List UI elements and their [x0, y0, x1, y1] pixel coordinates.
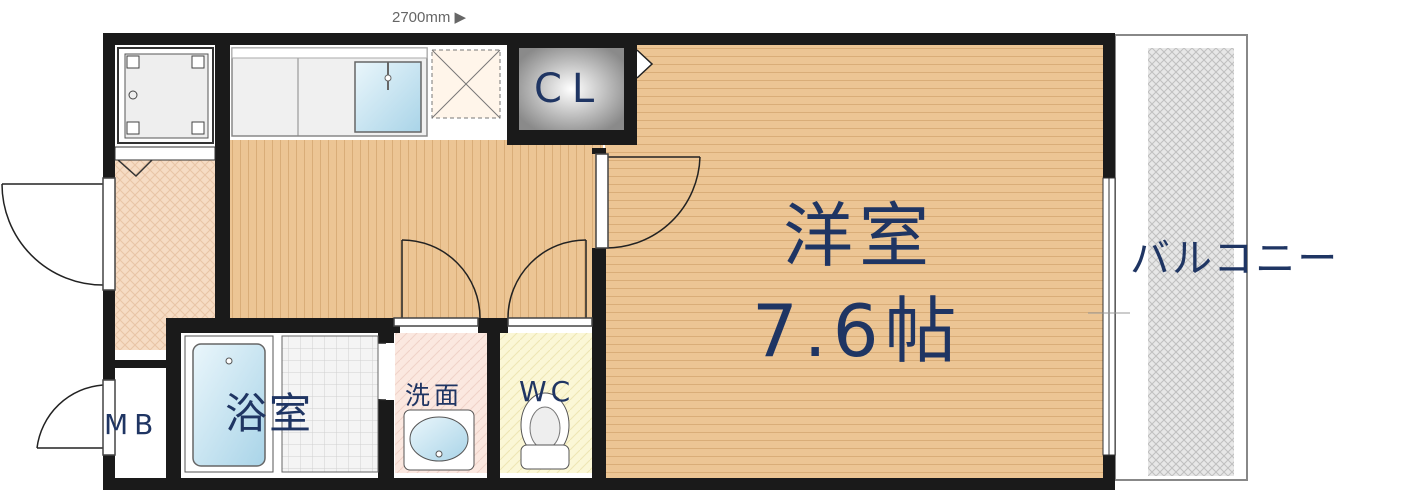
balcony-label: バルコニー: [1130, 236, 1340, 282]
bathroom-label: 浴室: [225, 389, 314, 438]
western-room-label: 洋室: [783, 195, 935, 277]
meter-box-label: MB: [104, 408, 160, 441]
kitchen-floor: [228, 140, 603, 320]
toilet-door: [507, 239, 593, 327]
closet-interior: [519, 48, 624, 130]
closet-label: CL: [534, 66, 605, 112]
washbasin-icon: [403, 409, 475, 471]
bath-wash-area: [281, 335, 379, 473]
washroom-door: [393, 239, 481, 327]
entrance-shelf: [114, 146, 216, 161]
entrance-step: [117, 159, 153, 178]
kitchen-sink-icon: [354, 61, 422, 133]
walls: [103, 33, 1115, 490]
balcony: [1114, 34, 1248, 481]
fridge-space-icon: [431, 49, 501, 119]
closet-door: [636, 49, 654, 79]
western-room-floor: [605, 45, 1105, 480]
toilet-label: WC: [519, 375, 575, 408]
dimension-note: 2700mm ▶: [392, 9, 467, 26]
toilet-icon: [520, 392, 570, 470]
washing-machine-icon: [117, 47, 214, 144]
western-door: [595, 153, 701, 249]
sliding-window-icon: [1088, 177, 1130, 456]
room-size-label: 7.6帖: [752, 289, 963, 373]
bathtub-icon: [184, 335, 274, 473]
washroom-label: 洗面: [405, 381, 464, 410]
entry-door: [1, 177, 116, 291]
mb-door: [36, 379, 116, 456]
